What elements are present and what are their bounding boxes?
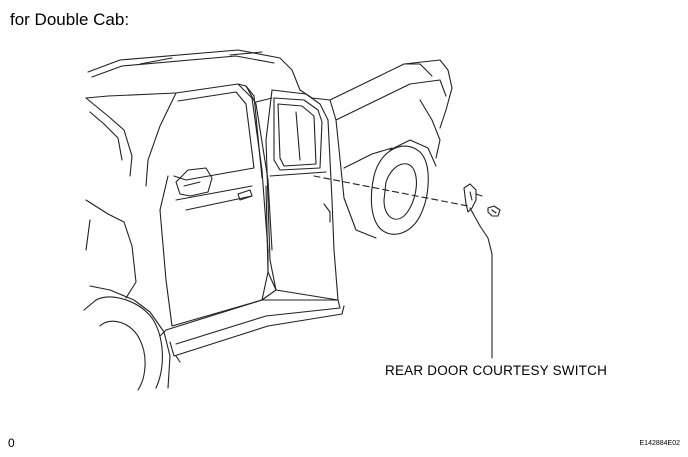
rear-door-open <box>265 89 339 301</box>
b-pillar <box>237 83 273 251</box>
truck-bed <box>329 59 453 239</box>
guide-line <box>313 175 469 207</box>
front-wheel <box>83 199 171 391</box>
diagram-caption: for Double Cab: <box>10 10 130 29</box>
rear-wheel <box>370 139 437 235</box>
rear-door-courtesy-switch-label: REAR DOOR COURTESY SWITCH <box>385 363 608 378</box>
running-board <box>159 299 345 363</box>
front-door <box>159 83 269 327</box>
screw-icon <box>487 205 501 217</box>
callout-leader-line <box>469 207 493 359</box>
windshield <box>85 92 177 187</box>
door-opening <box>255 97 277 301</box>
page-mark: 0 <box>8 436 15 450</box>
courtesy-switch-icon <box>463 183 483 213</box>
figure-code: E142884E02 <box>639 440 680 447</box>
